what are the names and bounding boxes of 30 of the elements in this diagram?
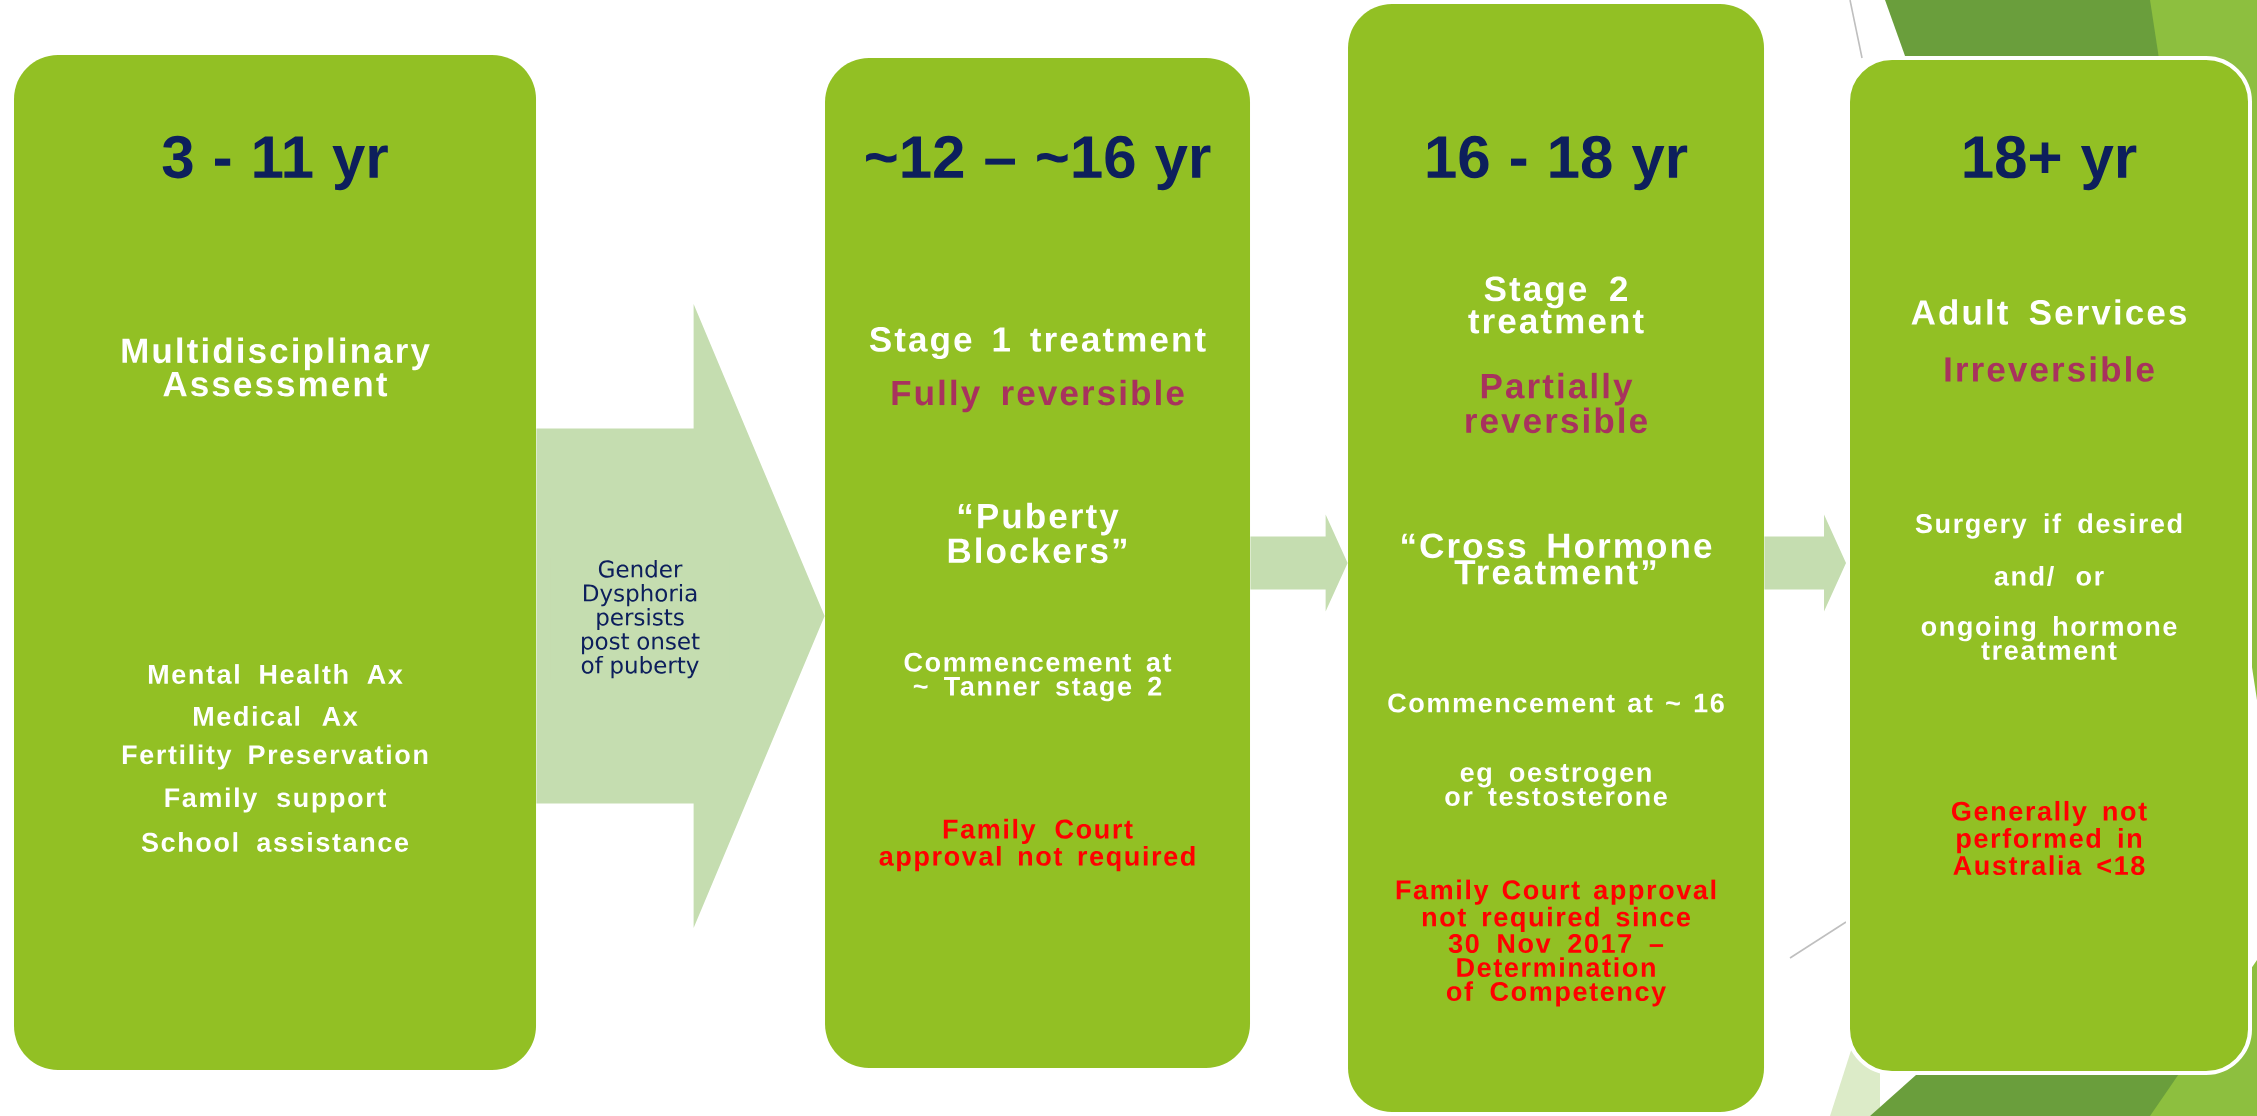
list-item: Mental Health Ax — [148, 664, 403, 684]
reversibility-note: Partially reversible — [1466, 372, 1647, 434]
age-heading: ~12 – ~16 yr — [866, 135, 1211, 191]
stage-title: Stage 1 treatment — [869, 327, 1206, 359]
stage-title: Stage 2 treatment — [1468, 276, 1644, 334]
age-heading: 16 - 18 yr — [1427, 135, 1688, 191]
block-arrow — [1764, 514, 1846, 612]
block-arrow — [1250, 514, 1348, 612]
reversibility-note: Irreversible — [1945, 356, 2154, 382]
reversibility-note: Fully reversible — [892, 379, 1184, 413]
treatment-name: “Puberty Blockers” — [948, 502, 1126, 564]
stage-title: Multidisciplinary Assessment — [122, 337, 430, 397]
age-heading: 3 - 11 yr — [162, 135, 388, 191]
legal-note: Family Court approval not required since 30 Nov 2017 – Determination of Competency — [1396, 879, 1716, 1007]
legal-note: Generally not performed in Australia <18 — [1952, 800, 2147, 876]
list-item: School assistance — [141, 832, 409, 852]
age-heading: 18+ yr — [1964, 135, 2137, 191]
list-item: Family support — [165, 787, 386, 813]
list-item: Medical Ax — [194, 706, 358, 726]
treatment-name: “Cross Hormone Treatment” — [1402, 533, 1712, 585]
detail-text: Commencement at ~ Tanner stage 2 — [904, 652, 1172, 702]
detail-text: and/ or — [1994, 565, 2104, 587]
detail-text: Surgery if desired — [1915, 513, 2182, 539]
legal-note: Family Court approval not required — [879, 818, 1195, 872]
list-item: Fertility Preservation — [122, 744, 428, 770]
detail-text: ongoing hormone treatment — [1921, 616, 2177, 660]
detail-text: Commencement at ~ 16 — [1388, 693, 1724, 713]
detail-text: eg oestrogen or testosterone — [1445, 764, 1667, 806]
edge-label: Gender Dysphoria persists post onset of puberty — [550, 557, 730, 681]
stage-title: Adult Services — [1911, 299, 2186, 325]
